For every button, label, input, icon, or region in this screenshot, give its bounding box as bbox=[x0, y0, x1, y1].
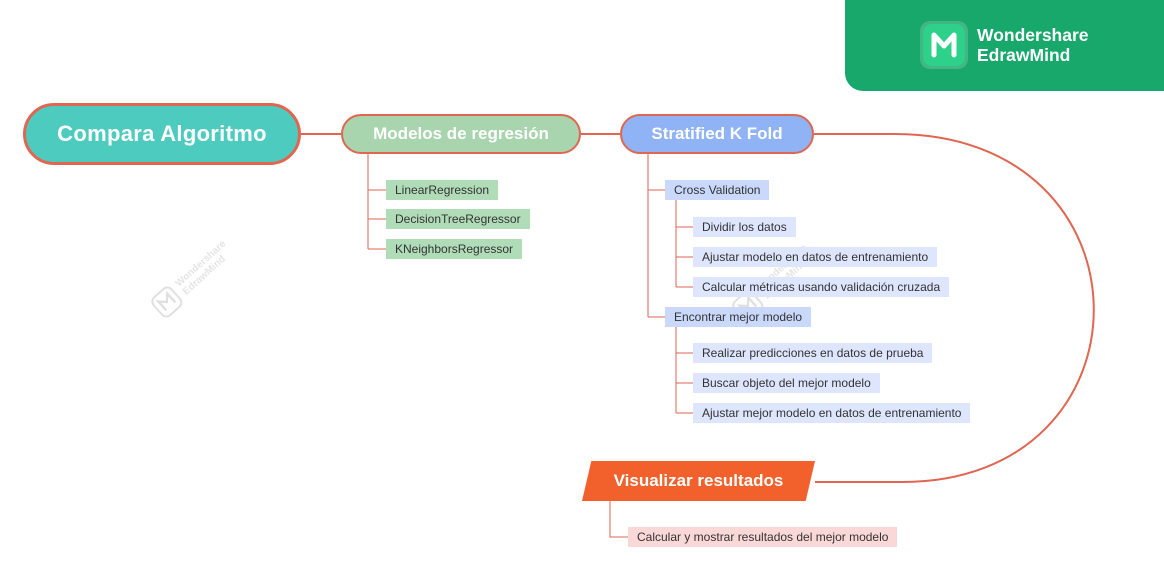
subtopic-ajustar-modelo[interactable]: Ajustar modelo en datos de entrenamiento bbox=[693, 247, 938, 267]
brand-line-2: EdrawMind bbox=[977, 45, 1071, 65]
subtopic-linear-regression[interactable]: LinearRegression bbox=[386, 180, 499, 200]
connector-kfold-children bbox=[647, 154, 665, 318]
watermark-left: Wondershare EdrawMind bbox=[144, 230, 245, 327]
subtopic-encontrar-mejor-modelo[interactable]: Encontrar mejor modelo bbox=[665, 307, 812, 327]
edrawmind-logo-icon bbox=[920, 21, 968, 69]
connector-cv-children bbox=[675, 200, 693, 288]
brand-name: Wondershare EdrawMind bbox=[977, 25, 1089, 65]
subtopic-dividir-datos[interactable]: Dividir los datos bbox=[693, 217, 796, 237]
connector-visualizar-children bbox=[609, 501, 628, 538]
subtopic-buscar-objeto[interactable]: Buscar objeto del mejor modelo bbox=[693, 373, 880, 393]
topic-visualizar-resultados[interactable]: Visualizar resultados bbox=[582, 461, 815, 501]
watermark-logo-icon bbox=[151, 286, 183, 318]
subtopic-realizar-predicciones[interactable]: Realizar predicciones en datos de prueba bbox=[693, 343, 933, 363]
subtopic-calcular-metricas[interactable]: Calcular métricas usando validación cruz… bbox=[693, 277, 950, 297]
brand-line-1: Wondershare bbox=[977, 25, 1089, 45]
connector-kfold-visualizar bbox=[814, 132, 1095, 484]
brand-badge: Wondershare EdrawMind bbox=[845, 0, 1164, 91]
topic-modelos-regresion[interactable]: Modelos de regresión bbox=[341, 114, 581, 154]
connector-modelos-children bbox=[367, 154, 386, 250]
root-topic[interactable]: Compara Algoritmo bbox=[23, 103, 301, 165]
topic-stratified-k-fold[interactable]: Stratified K Fold bbox=[620, 114, 814, 154]
subtopic-ajustar-mejor-modelo[interactable]: Ajustar mejor modelo en datos de entrena… bbox=[693, 403, 971, 423]
subtopic-kneighbors-regressor[interactable]: KNeighborsRegressor bbox=[386, 239, 523, 259]
connector-mejor-children bbox=[675, 327, 693, 414]
subtopic-decision-tree-regressor[interactable]: DecisionTreeRegressor bbox=[386, 209, 530, 229]
subtopic-calcular-mostrar-resultados[interactable]: Calcular y mostrar resultados del mejor … bbox=[628, 527, 898, 547]
subtopic-cross-validation[interactable]: Cross Validation bbox=[665, 180, 770, 200]
